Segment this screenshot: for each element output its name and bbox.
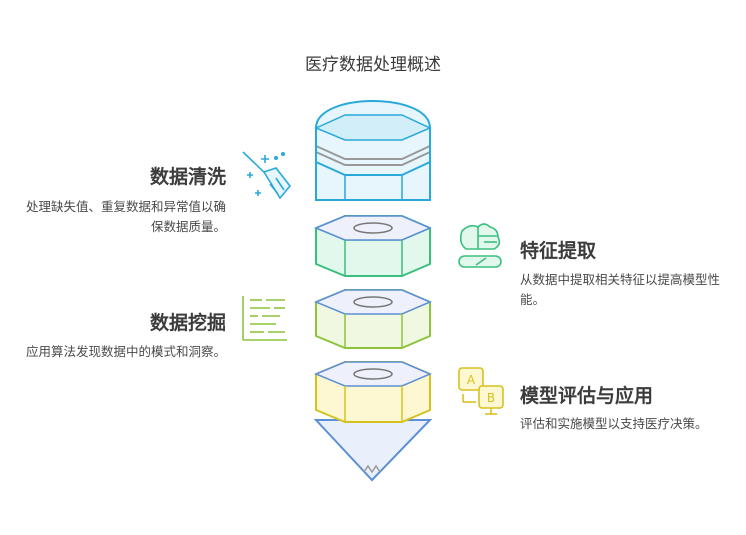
step-desc-evaluation: 评估和实施模型以支持医疗决策。	[520, 416, 708, 431]
text-lines-icon	[242, 296, 287, 341]
step-title-cleaning: 数据清洗	[149, 166, 226, 188]
step-title-mining: 数据挖掘	[149, 312, 226, 334]
step-desc-mining: 应用算法发现数据中的模式和洞察。	[26, 344, 227, 359]
ab-test-icon	[458, 367, 504, 415]
step-title-evaluation: 模型评估与应用	[520, 385, 654, 407]
step-title-feature: 特征提取	[520, 240, 597, 262]
nut-segment-feature	[314, 215, 432, 277]
step-desc-cleaning: 处理缺失值、重复数据和异常值以确保数据质量。	[26, 199, 227, 234]
step-desc-feature: 从数据中提取相关特征以提高模型性能。	[520, 272, 721, 307]
nut-segment-mining	[314, 289, 432, 349]
brain-icon	[458, 223, 502, 268]
nut-segment-evaluation	[313, 361, 433, 482]
diagram-title: 医疗数据处理概述	[305, 55, 441, 75]
broom-icon	[242, 151, 292, 200]
ab-icon-letter-b: B	[487, 391, 495, 405]
cylinder-segment-cleaning	[314, 100, 432, 201]
ab-icon-letter-a: A	[467, 373, 476, 387]
